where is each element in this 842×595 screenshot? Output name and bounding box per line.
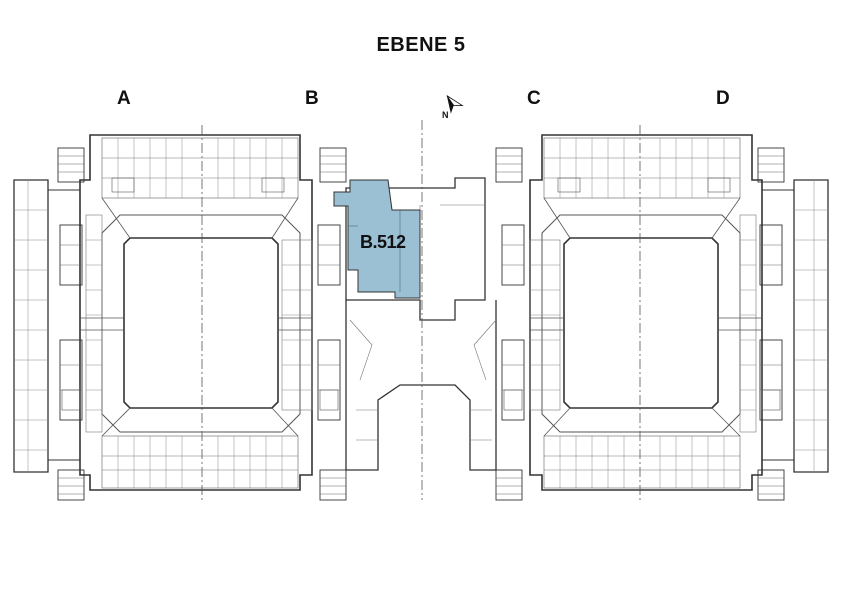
wing-label-d: D	[716, 88, 730, 109]
room-b512-area[interactable]	[333, 179, 421, 299]
room-label-b512: B.512	[360, 232, 406, 252]
wing-label-a: A	[117, 88, 131, 109]
wing-label-c: C	[527, 88, 541, 109]
wing-label-b: B	[305, 88, 319, 109]
central-connector	[345, 177, 497, 471]
north-label: N	[442, 110, 449, 120]
north-arrow-icon	[446, 95, 464, 114]
floor-title: EBENE 5	[376, 34, 466, 56]
